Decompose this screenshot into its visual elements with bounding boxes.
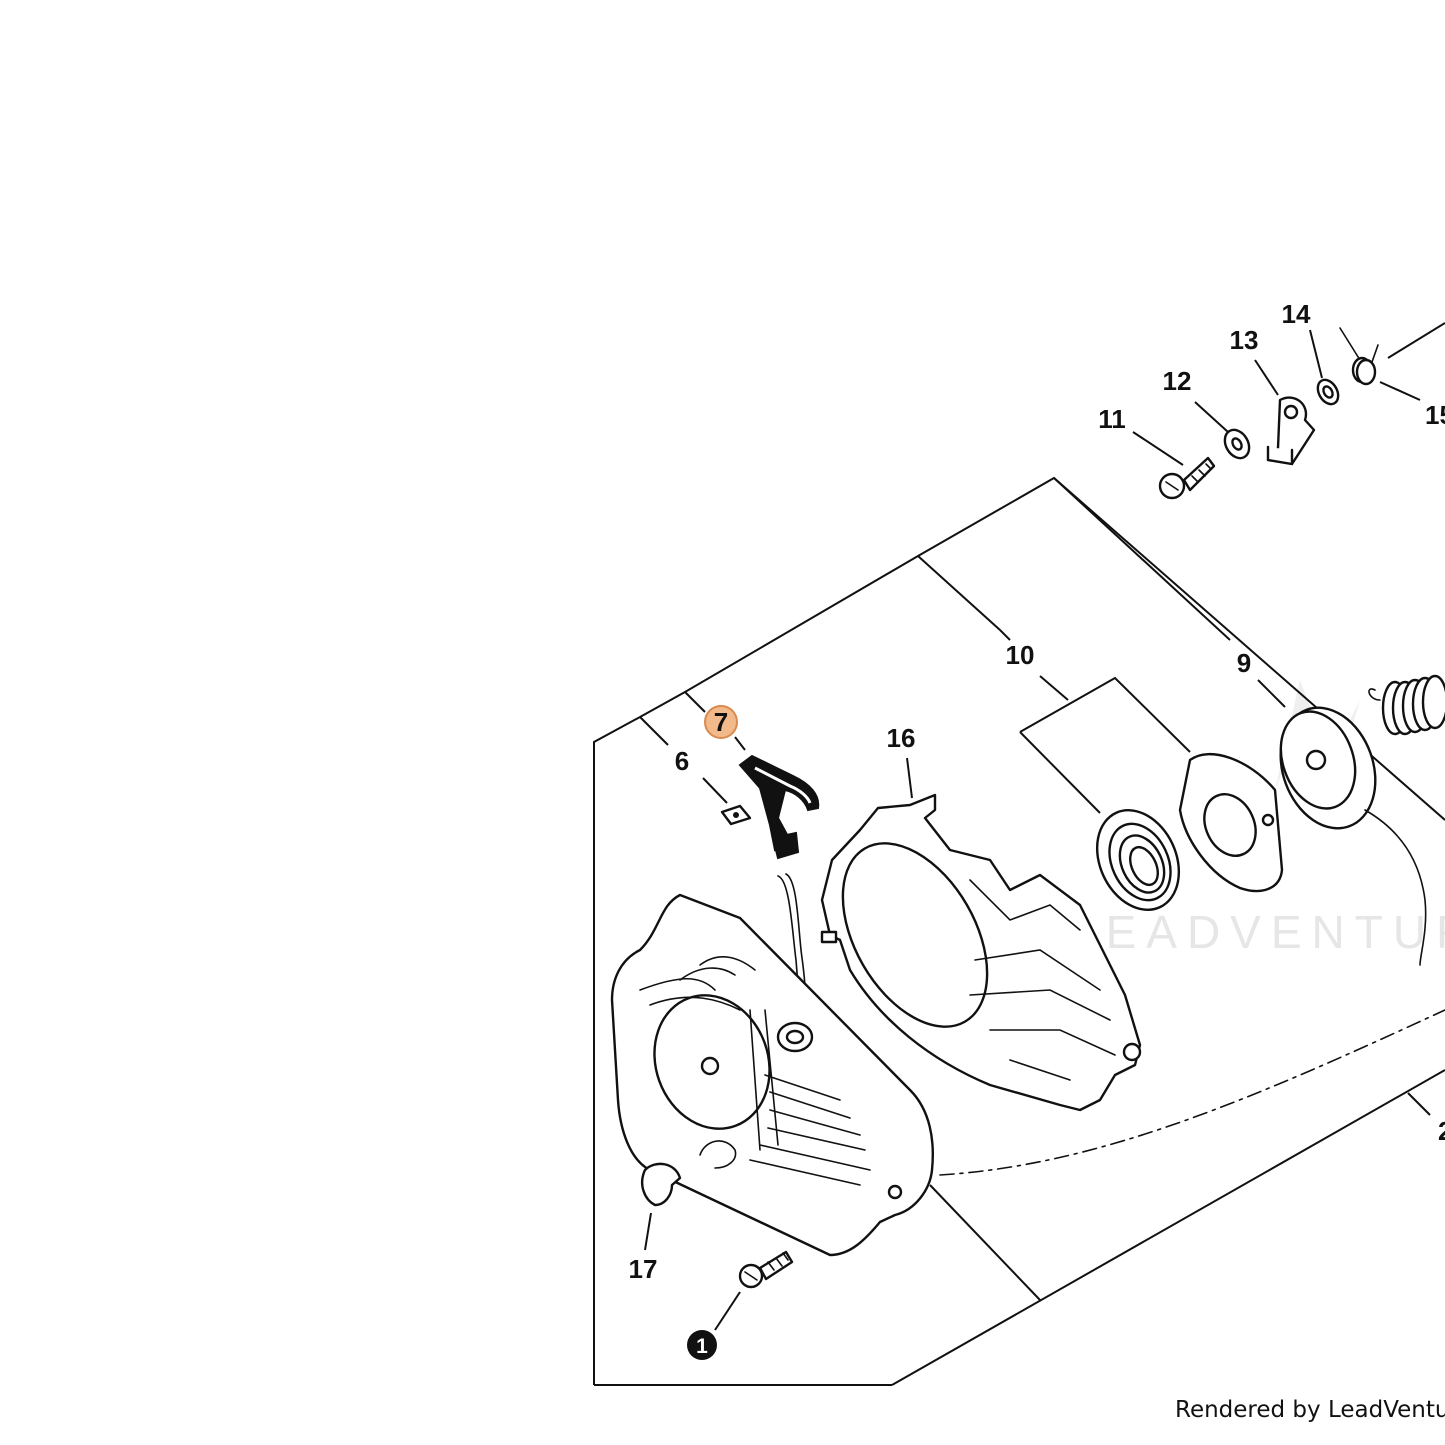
callout-1-badge[interactable]: 1 — [687, 1330, 717, 1360]
callout-15[interactable]: 15 — [1425, 400, 1445, 430]
pulley-part-9[interactable] — [1265, 694, 1427, 966]
callout-11[interactable]: 11 — [1098, 404, 1126, 434]
spring-cassette-part-10[interactable] — [1178, 752, 1284, 893]
nut-part-6[interactable] — [720, 804, 752, 826]
spring-coil-part-10[interactable] — [1082, 797, 1195, 923]
assembly-bracket-outline — [593, 476, 1445, 1386]
callout-17[interactable]: 17 — [629, 1254, 658, 1284]
callout-9[interactable]: 9 — [1237, 648, 1251, 678]
washer-part-14[interactable] — [1314, 376, 1343, 408]
pawl-part-13[interactable] — [1266, 396, 1316, 466]
callout-7[interactable]: 7 — [714, 707, 728, 737]
washer-part-12[interactable] — [1220, 426, 1254, 463]
highlight-circle — [704, 705, 738, 739]
callout-7-highlight[interactable]: 7 — [704, 705, 738, 739]
callout-labels: 11 12 13 14 15 10 9 16 6 17 2 — [629, 299, 1445, 1284]
starter-cover-part-1[interactable] — [610, 893, 934, 1257]
badge-circle — [687, 1330, 717, 1360]
callout-14[interactable]: 14 — [1282, 299, 1311, 329]
clip-part-17[interactable] — [641, 1162, 682, 1207]
coil-spring-part-2[interactable] — [1368, 674, 1445, 736]
starter-handle-part-7[interactable] — [738, 754, 820, 860]
callout-10[interactable]: 10 — [1006, 640, 1035, 670]
leader-lines — [639, 322, 1445, 1331]
housing-part-16[interactable] — [813, 793, 1142, 1112]
spring-part-15[interactable] — [1339, 327, 1379, 386]
callout-6[interactable]: 6 — [675, 746, 689, 776]
callout-12[interactable]: 12 — [1163, 366, 1192, 396]
callout-1[interactable]: 1 — [696, 1335, 708, 1358]
render-credit: Rendered by LeadVenture, I — [1175, 1397, 1445, 1423]
callout-16[interactable]: 16 — [887, 723, 916, 753]
screw-part-1[interactable] — [738, 1250, 794, 1289]
callout-2[interactable]: 2 — [1438, 1116, 1445, 1146]
screw-part-11[interactable] — [1158, 456, 1216, 500]
watermark-text: LEADVENTURE — [1070, 906, 1445, 958]
callout-13[interactable]: 13 — [1230, 325, 1259, 355]
